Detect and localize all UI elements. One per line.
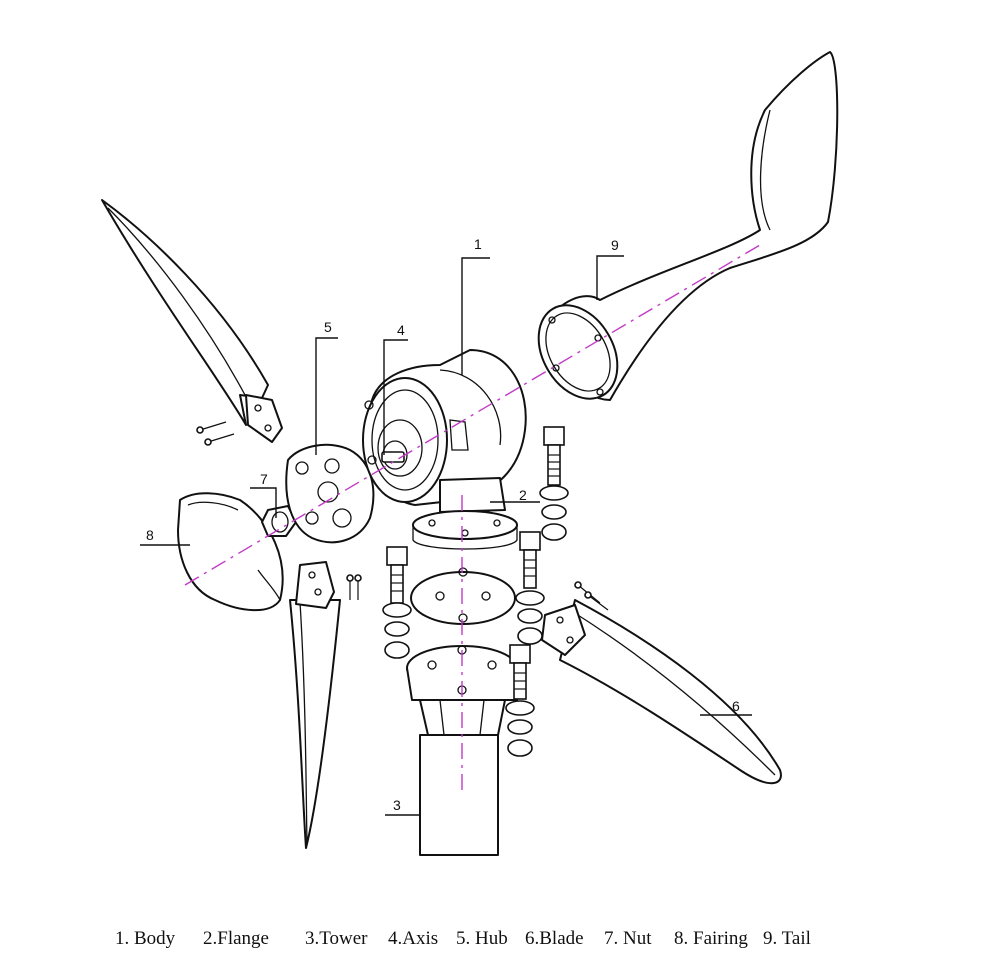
fastener-stack-right-top (539, 426, 569, 541)
callout-7: 7 (260, 471, 268, 487)
blade-lower-right (541, 581, 782, 785)
rotor-axis-line (184, 244, 761, 586)
legend-item-tail: 9. Tail (763, 928, 811, 949)
tail (537, 51, 839, 401)
callout-4: 4 (397, 322, 405, 338)
legend-item-hub: 5. Hub (456, 928, 508, 949)
callout-8: 8 (146, 527, 154, 543)
legend-item-flange: 2.Flange (203, 928, 269, 949)
callout-2: 2 (519, 487, 527, 503)
legend-item-nut: 7. Nut (604, 928, 652, 949)
callout-leaders (140, 255, 752, 816)
legend-item-blade: 6.Blade (525, 928, 584, 949)
fastener-stack-right-middle (515, 531, 545, 645)
fastener-stack-lower (505, 644, 535, 757)
parts-legend: 1. Body 2.Flange 3.Tower 4.Axis 5. Hub 6… (115, 928, 875, 958)
flange-middle-plate (410, 567, 516, 625)
callout-5: 5 (324, 319, 332, 335)
shaft-nut (261, 505, 297, 537)
callout-1: 1 (474, 236, 482, 252)
callout-3: 3 (393, 797, 401, 813)
fastener-stack-left (382, 546, 412, 659)
callout-9: 9 (611, 237, 619, 253)
legend-item-body: 1. Body (115, 928, 176, 949)
legend-item-tower: 3.Tower (305, 928, 368, 949)
blade-lower-center (289, 561, 362, 849)
flange-top (412, 510, 518, 550)
callout-6: 6 (732, 698, 740, 714)
blade-upper-left (101, 199, 283, 446)
legend-item-axis: 4.Axis (388, 928, 439, 949)
legend-item-fairing: 8. Fairing (674, 928, 748, 949)
hub (285, 443, 375, 544)
